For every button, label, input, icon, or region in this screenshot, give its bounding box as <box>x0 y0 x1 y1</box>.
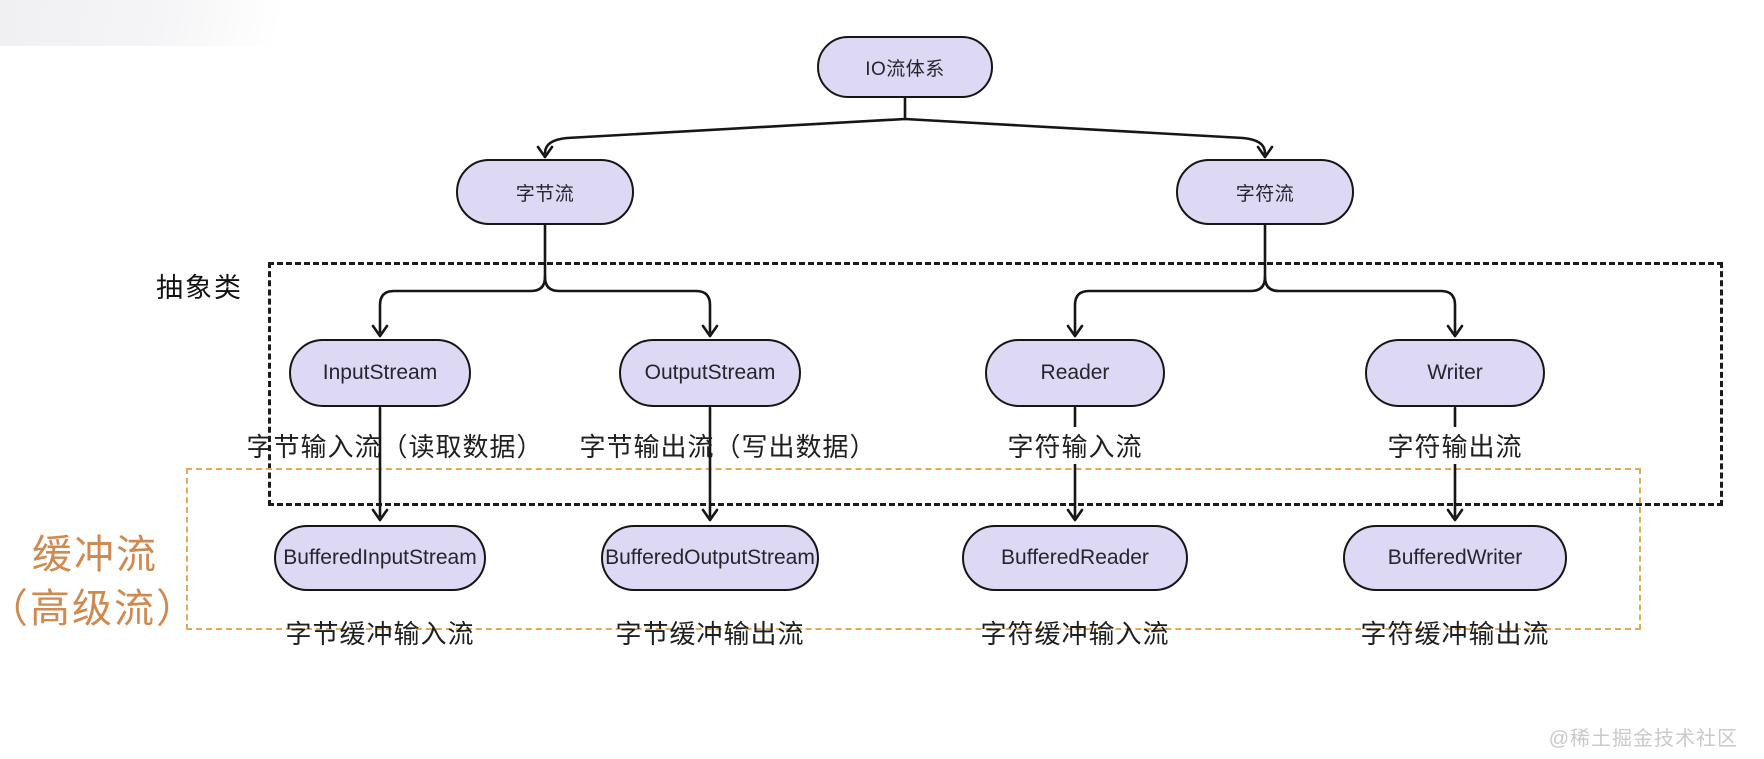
node-io-root: IO流体系 <box>817 36 993 98</box>
node-outputstream: OutputStream <box>619 339 801 407</box>
buffered-stream-group-box <box>186 468 1641 630</box>
caption-char-buffered-output: 字符缓冲输出流 <box>1360 619 1550 649</box>
caption-byte-output: 字节输出流（写出数据） <box>579 432 877 462</box>
node-bufferedwriter: BufferedWriter <box>1343 525 1567 591</box>
caption-byte-buffered-input: 字节缓冲输入流 <box>285 619 475 649</box>
caption-byte-input: 字节输入流（读取数据） <box>246 432 544 462</box>
node-byte-stream: 字节流 <box>456 159 634 225</box>
buffered-stream-group-label-line1: 缓冲流 <box>32 533 158 577</box>
node-writer: Writer <box>1365 339 1545 407</box>
caption-byte-buffered-output: 字节缓冲输出流 <box>615 619 805 649</box>
caption-char-buffered-input: 字符缓冲输入流 <box>980 619 1170 649</box>
abstract-class-group-box <box>268 262 1723 506</box>
node-bufferedoutputstream: BufferedOutputStream <box>601 525 819 591</box>
abstract-class-group-label: 抽象类 <box>156 273 243 303</box>
node-reader: Reader <box>985 339 1165 407</box>
node-char-stream: 字符流 <box>1176 159 1354 225</box>
node-bufferedreader: BufferedReader <box>962 525 1188 591</box>
watermark: @稀土掘金技术社区 <box>1548 728 1738 750</box>
buffered-stream-group-label-line2: （高级流） <box>0 587 198 631</box>
caption-char-output: 字符输出流 <box>1381 427 1529 464</box>
caption-char-input: 字符输入流 <box>1001 427 1149 464</box>
corner-artifact <box>0 0 292 46</box>
node-inputstream: InputStream <box>289 339 471 407</box>
node-bufferedinputstream: BufferedInputStream <box>274 525 486 591</box>
